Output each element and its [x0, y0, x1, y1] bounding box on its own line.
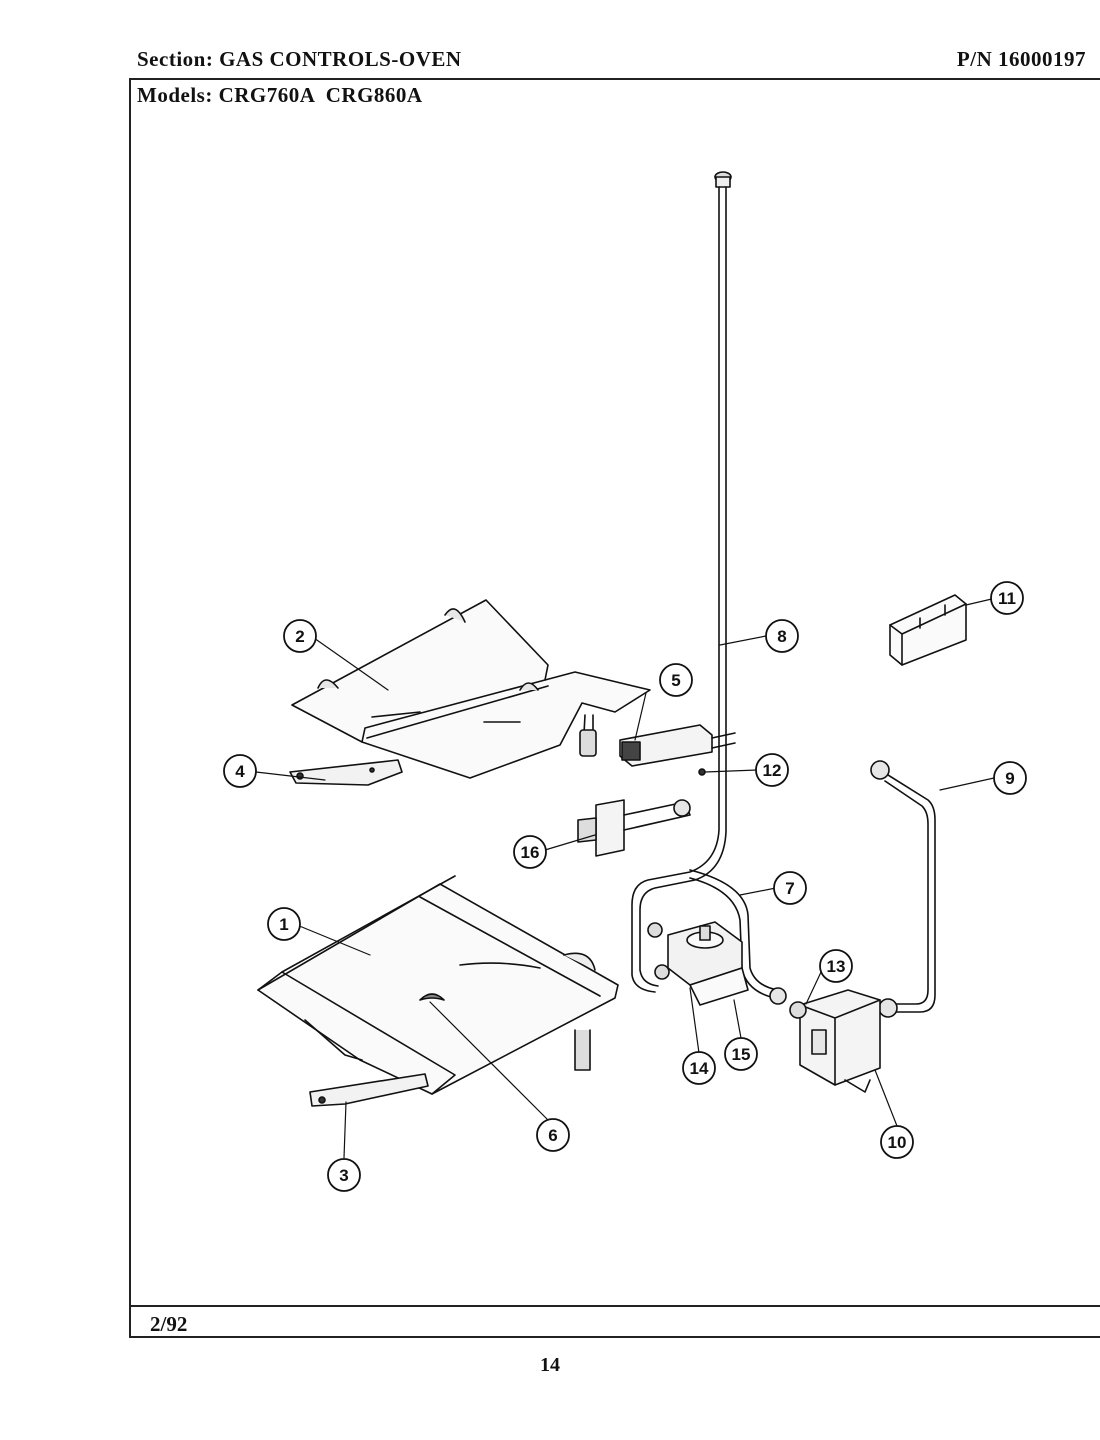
part-15-plate: [689, 967, 749, 1006]
callout-5: 5: [659, 663, 693, 697]
callout-number: 9: [1005, 769, 1014, 788]
callout-number: 16: [521, 843, 540, 862]
part-11-box: [889, 594, 967, 666]
section-label: Section:: [137, 47, 214, 71]
callout-number: 13: [827, 957, 846, 976]
pn-value: 16000197: [998, 47, 1086, 71]
part-1-baffle: [257, 875, 619, 1095]
part-12-screw: [698, 768, 706, 776]
callout-1: 1: [267, 907, 301, 941]
callout-number: 7: [785, 879, 794, 898]
part-2-baffle: [291, 599, 651, 779]
callout-number: 3: [339, 1166, 348, 1185]
callout-number: 15: [732, 1045, 751, 1064]
callout-13: 13: [819, 949, 853, 983]
callout-circle: [536, 1118, 570, 1152]
revision-date: 2/92: [150, 1312, 188, 1336]
callout-number: 14: [690, 1059, 709, 1078]
callout-circle: [682, 1051, 716, 1085]
callout-circle: [223, 754, 257, 788]
callout-7: 7: [773, 871, 807, 905]
part-3-bracket: [309, 1073, 429, 1107]
callout-number: 6: [548, 1126, 557, 1145]
models-value: CRG760A CRG860A: [218, 83, 423, 107]
callout-8: 8: [765, 619, 799, 653]
callout-circle: [513, 835, 547, 869]
callout-16: 16: [513, 835, 547, 869]
part-6-clip: [419, 993, 445, 1001]
callout-6: 6: [536, 1118, 570, 1152]
callout-number: 8: [777, 627, 786, 646]
callout-11: 11: [990, 581, 1024, 615]
part-9-tube: [870, 760, 936, 1018]
part-10-valve: [789, 989, 881, 1093]
callout-number: 11: [998, 589, 1016, 608]
part-16-orifice: [577, 799, 691, 857]
part-number: P/N 16000197: [957, 47, 1086, 72]
leader-lines: [255, 597, 997, 1159]
callout-circle: [267, 907, 301, 941]
page-number: 14: [540, 1354, 560, 1376]
callout-circle: [327, 1158, 361, 1192]
part-8-tube: [631, 171, 732, 993]
callout-2: 2: [283, 619, 317, 653]
callout-circle: [755, 753, 789, 787]
callout-14: 14: [682, 1051, 716, 1085]
models-title: Models: CRG760A CRG860A: [137, 83, 423, 108]
callout-circle: [819, 949, 853, 983]
callout-4: 4: [223, 754, 257, 788]
callout-circle: [880, 1125, 914, 1159]
callout-number: 4: [235, 762, 245, 781]
part-4-bracket: [289, 759, 403, 786]
frame-bottom-border: [129, 1336, 1100, 1338]
callout-circle: [765, 619, 799, 653]
frame-left-border: [129, 80, 131, 1338]
footer-divider: [129, 1305, 1100, 1307]
models-label: Models:: [137, 83, 213, 107]
callout-12: 12: [755, 753, 789, 787]
pn-label: P/N: [956, 47, 993, 71]
callout-circle: [990, 581, 1024, 615]
section-title: Section: GAS CONTROLS-OVEN: [137, 47, 462, 72]
callout-circle: [283, 619, 317, 653]
callout-3: 3: [327, 1158, 361, 1192]
callout-9: 9: [993, 761, 1027, 795]
callout-circle: [659, 663, 693, 697]
callout-number: 12: [763, 761, 782, 780]
callout-10: 10: [880, 1125, 914, 1159]
callout-circle: [773, 871, 807, 905]
callout-number: 1: [279, 915, 288, 934]
section-value: GAS CONTROLS-OVEN: [219, 47, 462, 71]
part-14-regulator: [647, 921, 743, 986]
part-5-igniter: [619, 724, 736, 767]
callout-number: 2: [295, 627, 304, 646]
callout-circle: [724, 1037, 758, 1071]
callout-circle: [993, 761, 1027, 795]
callout-number: 5: [671, 671, 680, 690]
frame-top-border: [129, 78, 1100, 80]
part-7-tube: [689, 869, 787, 1005]
callout-number: 10: [888, 1133, 907, 1152]
callout-15: 15: [724, 1037, 758, 1071]
